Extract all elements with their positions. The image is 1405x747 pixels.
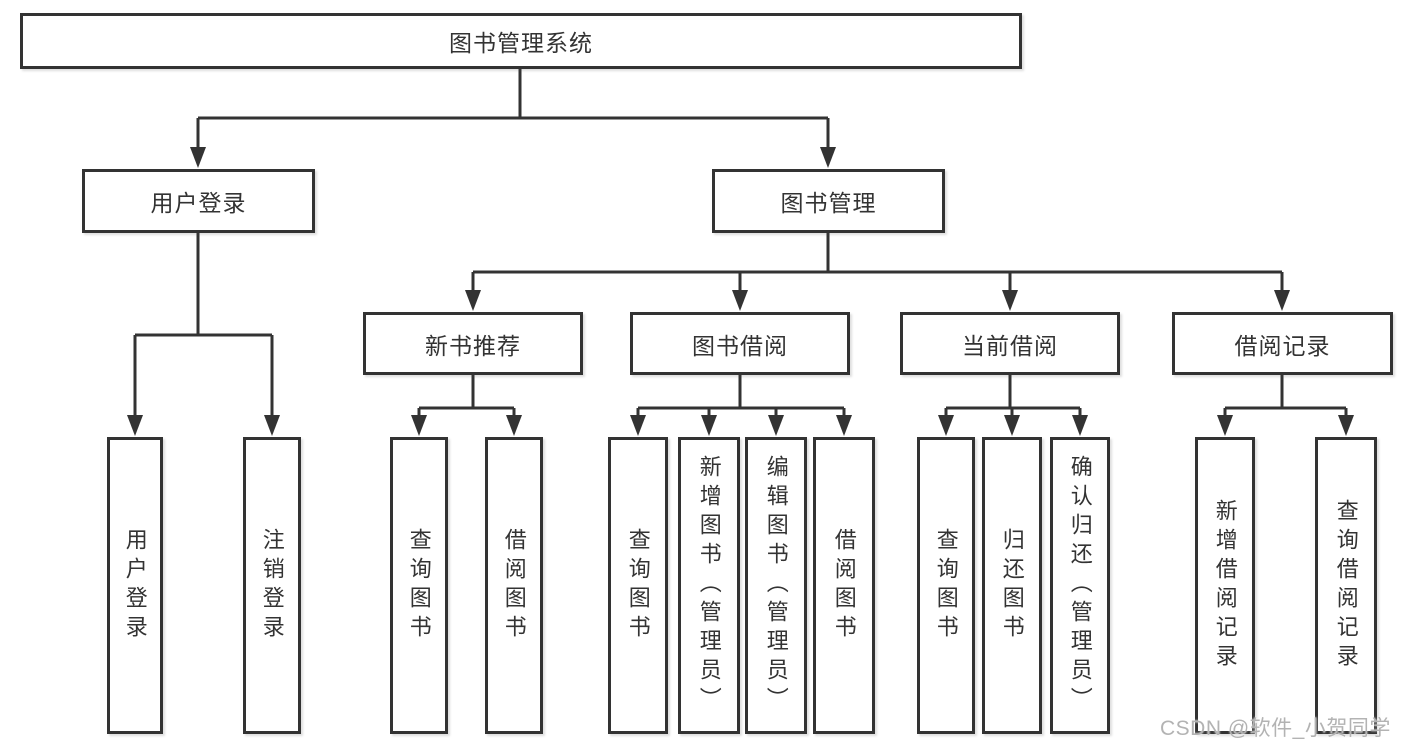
node-root: 图书管理系统 bbox=[20, 13, 1022, 69]
node-book-management: 图书管理 bbox=[712, 169, 945, 233]
arrowhead-icon bbox=[1338, 415, 1354, 436]
arrowhead-icon bbox=[127, 415, 143, 436]
leaf-record-add: 新增借阅记录 bbox=[1195, 437, 1255, 734]
leaf-label: 借阅图书 bbox=[831, 527, 857, 644]
arrowhead-icon bbox=[938, 415, 954, 436]
leaf-label: 确认归还（管理员） bbox=[1067, 455, 1093, 716]
node-label: 当前借阅 bbox=[962, 332, 1058, 359]
leaf-label: 查询借阅记录 bbox=[1333, 498, 1359, 673]
leaf-borrow-edit: 编辑图书（管理员） bbox=[745, 437, 807, 734]
node-label: 借阅记录 bbox=[1234, 332, 1331, 359]
leaf-user-login: 用户登录 bbox=[107, 437, 163, 734]
leaf-label: 查询图书 bbox=[406, 527, 432, 644]
leaf-current-return: 归还图书 bbox=[982, 437, 1042, 734]
leaf-label: 注销登录 bbox=[259, 527, 285, 644]
arrowhead-icon bbox=[732, 290, 748, 311]
connector-new-book bbox=[417, 375, 516, 417]
arrowhead-icon bbox=[1004, 415, 1020, 436]
leaf-borrow-add: 新增图书（管理员） bbox=[678, 437, 740, 734]
leaf-logout: 注销登录 bbox=[243, 437, 301, 734]
leaf-label: 借阅图书 bbox=[501, 527, 527, 644]
arrowhead-icon bbox=[1274, 290, 1290, 311]
leaf-newbook-query: 查询图书 bbox=[390, 437, 448, 734]
leaf-label: 新增借阅记录 bbox=[1212, 498, 1238, 673]
connector-borrow-record bbox=[1223, 375, 1348, 417]
arrowhead-icon bbox=[836, 415, 852, 436]
node-label: 图书管理 bbox=[780, 190, 877, 216]
node-borrow-record: 借阅记录 bbox=[1172, 312, 1393, 375]
arrowhead-icon bbox=[190, 147, 206, 168]
node-current-borrow: 当前借阅 bbox=[900, 312, 1120, 375]
leaf-borrow-book: 借阅图书 bbox=[813, 437, 875, 734]
leaf-label: 编辑图书（管理员） bbox=[763, 455, 789, 716]
arrowhead-icon bbox=[701, 415, 717, 436]
leaf-current-query: 查询图书 bbox=[917, 437, 975, 734]
connector-user-login bbox=[133, 232, 274, 417]
arrowhead-icon bbox=[1002, 290, 1018, 311]
leaf-label: 用户登录 bbox=[122, 527, 148, 644]
node-label: 图书管理系统 bbox=[449, 30, 593, 56]
arrowhead-icon bbox=[1217, 415, 1233, 436]
arrowhead-icon bbox=[1072, 415, 1088, 436]
leaf-newbook-borrow: 借阅图书 bbox=[485, 437, 543, 734]
csdn-watermark: CSDN @软件_小贺同学 bbox=[1160, 717, 1391, 740]
arrowhead-icon bbox=[768, 415, 784, 436]
leaf-borrow-query: 查询图书 bbox=[608, 437, 668, 734]
node-label: 新书推荐 bbox=[425, 332, 521, 359]
leaf-label: 查询图书 bbox=[625, 527, 651, 644]
connector-book-management bbox=[471, 232, 1284, 292]
connector-book-borrow bbox=[636, 375, 846, 417]
arrowhead-icon bbox=[411, 415, 427, 436]
node-new-book-recommend: 新书推荐 bbox=[363, 312, 583, 375]
connector-current-borrow bbox=[944, 375, 1082, 417]
leaf-record-query: 查询借阅记录 bbox=[1315, 437, 1377, 734]
leaf-label: 归还图书 bbox=[999, 527, 1025, 644]
arrowhead-icon bbox=[630, 415, 646, 436]
leaf-label: 查询图书 bbox=[933, 527, 959, 644]
arrowhead-icon bbox=[820, 147, 836, 168]
connector-root bbox=[196, 69, 830, 148]
arrowhead-icon bbox=[264, 415, 280, 436]
leaf-current-confirm: 确认归还（管理员） bbox=[1050, 437, 1110, 734]
arrowhead-icon bbox=[506, 415, 522, 436]
node-book-borrow: 图书借阅 bbox=[630, 312, 850, 375]
arrowhead-icon bbox=[465, 290, 481, 311]
node-label: 用户登录 bbox=[150, 190, 247, 216]
node-user-login: 用户登录 bbox=[82, 169, 315, 233]
leaf-label: 新增图书（管理员） bbox=[696, 455, 722, 716]
node-label: 图书借阅 bbox=[692, 332, 788, 359]
